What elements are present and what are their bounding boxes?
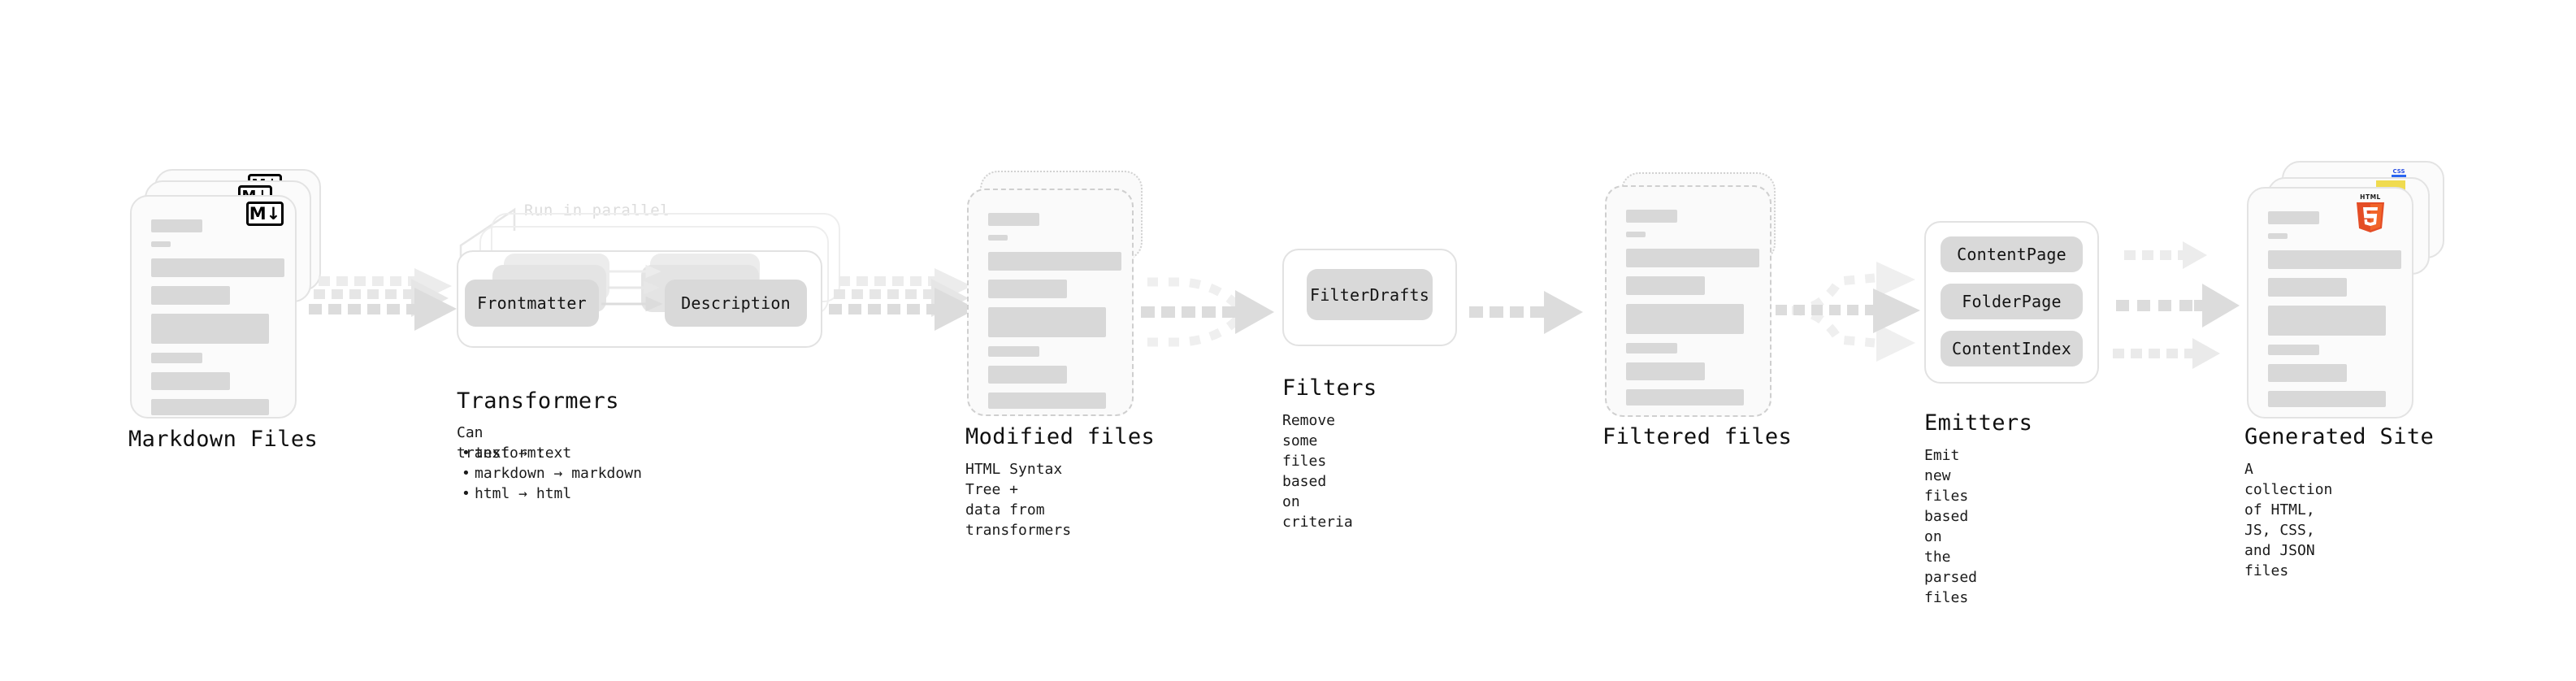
- generated-site-title: Generated Site: [2244, 424, 2435, 449]
- bar: [1626, 343, 1677, 354]
- bar: [151, 353, 202, 363]
- bar: [151, 314, 269, 344]
- bar: [988, 366, 1067, 384]
- markdown-badge-front: M↓: [246, 202, 284, 226]
- filtered-files-title: Filtered files: [1602, 424, 1793, 449]
- bar: [2268, 345, 2319, 355]
- bar: [2268, 364, 2347, 382]
- bullet-icon: •: [462, 465, 471, 482]
- transformer-inner-arrow: [601, 296, 663, 312]
- bar: [2268, 211, 2319, 224]
- html5-logo-icon: HTML: [2357, 193, 2384, 232]
- list-item: •markdown → markdown: [462, 465, 642, 482]
- bar: [988, 393, 1106, 409]
- emitters-pill-contentindex[interactable]: ContentIndex: [1941, 331, 2083, 367]
- bar: [151, 219, 202, 232]
- modified-card-bars: [988, 213, 1121, 418]
- bar: [151, 286, 230, 305]
- bar: [1626, 232, 1646, 237]
- bar: [988, 252, 1121, 271]
- css3-badge: CSS: [2392, 168, 2406, 178]
- connector-transformers-to-modified: [829, 268, 977, 331]
- site-card-bars: [2268, 211, 2401, 416]
- svg-text:HTML: HTML: [2360, 193, 2381, 201]
- modified-card-front: [967, 189, 1134, 416]
- bar: [1626, 304, 1744, 334]
- connector-emitters-to-site: [2113, 241, 2240, 369]
- connector-filtered-to-emitters: [1776, 262, 1920, 362]
- transformers-subtitle: Can transform:: [457, 424, 545, 462]
- emitters-title: Emitters: [1924, 410, 2033, 436]
- modified-files-subtitle: HTML Syntax Tree + data from transformer…: [965, 461, 1072, 539]
- bar: [2268, 278, 2347, 297]
- bullet-icon: •: [462, 485, 471, 502]
- bullet-icon: •: [462, 445, 471, 462]
- bar: [2268, 250, 2401, 269]
- bar: [988, 213, 1039, 226]
- bar: [1626, 276, 1705, 295]
- filters-pill-filterdrafts[interactable]: FilterDrafts: [1307, 269, 1433, 320]
- filters-subtitle: Remove some files based on criteria: [1282, 412, 1353, 531]
- bar: [151, 258, 284, 277]
- bar: [2268, 306, 2386, 336]
- bar: [988, 235, 1008, 241]
- bar: [151, 241, 171, 247]
- bar: [151, 399, 269, 415]
- modified-files-title: Modified files: [965, 424, 1156, 449]
- markdown-card-front: [130, 195, 297, 419]
- bar: [1626, 362, 1705, 380]
- transformers-bullet-list: •text → text •markdown → markdown •html …: [462, 443, 642, 504]
- site-card-front: [2247, 187, 2413, 419]
- list-item: •html → html: [462, 485, 572, 502]
- filtered-card-front: [1605, 185, 1772, 417]
- bar: [988, 307, 1106, 337]
- filters-title: Filters: [1282, 375, 1377, 401]
- bar: [988, 280, 1067, 298]
- run-in-parallel-label: Run in parallel: [524, 202, 670, 219]
- svg-text:CSS: CSS: [2392, 168, 2405, 175]
- bar: [151, 372, 230, 390]
- emitters-subtitle: Emit new files based on the parsed files: [1924, 447, 1978, 606]
- emitters-pill-folderpage[interactable]: FolderPage: [1941, 284, 2083, 319]
- connector-modified-to-filters: [1141, 277, 1274, 347]
- transformer-pill-description[interactable]: Description: [665, 280, 807, 327]
- bar: [1626, 389, 1744, 406]
- bar: [1626, 249, 1759, 267]
- emitters-pill-contentpage[interactable]: ContentPage: [1941, 236, 2083, 272]
- bar: [988, 346, 1039, 357]
- transformer-pill-frontmatter[interactable]: Frontmatter: [465, 280, 599, 327]
- transformers-title: Transformers: [457, 388, 619, 414]
- list-item: •text → text: [462, 445, 572, 462]
- connector-filters-to-filtered: [1469, 291, 1583, 334]
- markdown-files-title: Markdown Files: [128, 427, 319, 452]
- bar: [2268, 233, 2288, 239]
- transformer-inner-arrows-ghost: [608, 264, 661, 295]
- generated-site-subtitle: A collection of HTML, JS, CSS, and JSON …: [2244, 461, 2333, 579]
- bar: [1626, 210, 1677, 223]
- connector-markdown-to-transformers: [309, 268, 457, 331]
- markdown-card-bars: [151, 219, 284, 424]
- bar: [2268, 391, 2386, 407]
- filtered-card-bars: [1626, 210, 1759, 414]
